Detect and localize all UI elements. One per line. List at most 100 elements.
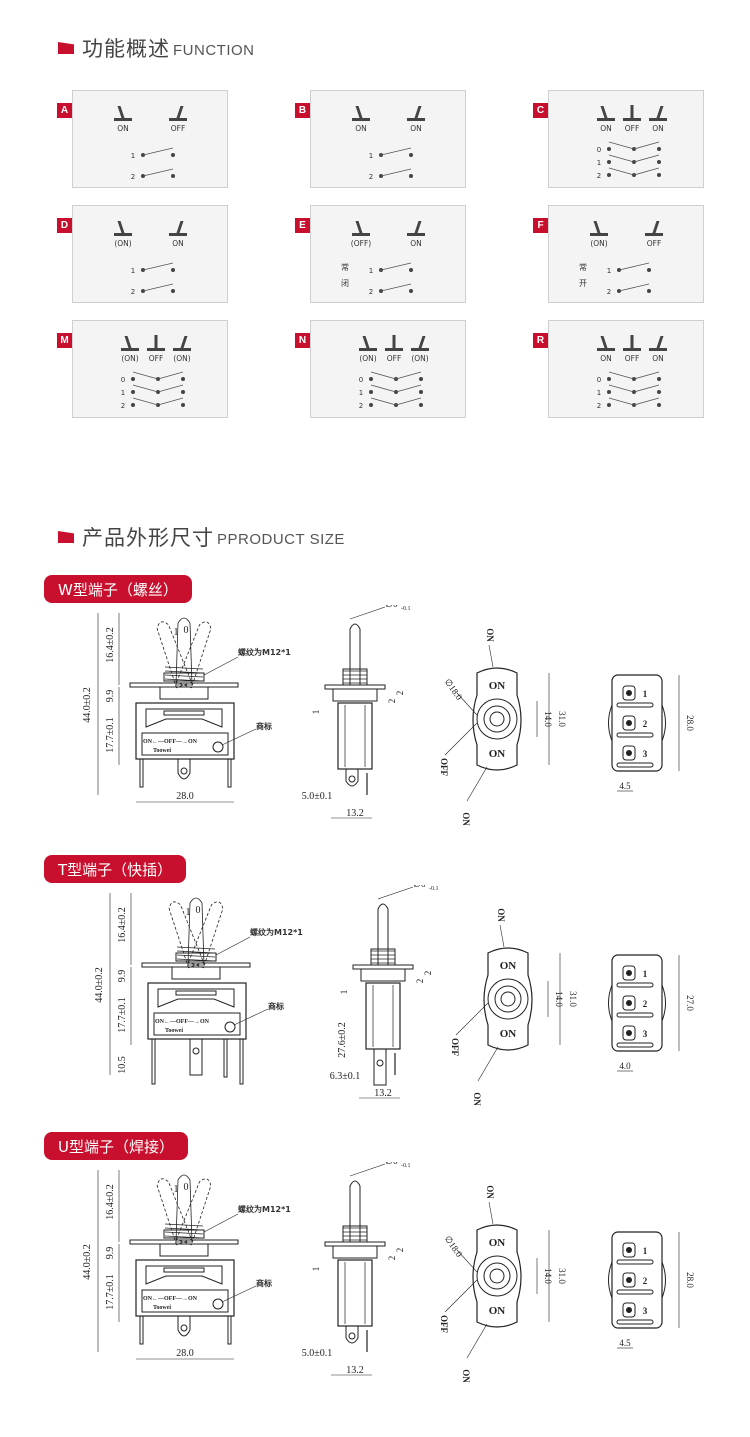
terminal-title: T型端子（快插） (44, 855, 187, 883)
top-outline (472, 667, 522, 771)
contact-dot (607, 390, 611, 394)
pin-number: 3 (643, 749, 648, 759)
lever-outline (187, 901, 224, 969)
position-label: OFF (387, 354, 402, 363)
stamp-text-2: Toowei (153, 748, 171, 754)
bottom-side-bulge (608, 1261, 613, 1299)
thread-line (176, 958, 216, 962)
thread-top (163, 672, 205, 682)
top-on-callout-2: ON (461, 1369, 471, 1383)
circuit-number: 1 (597, 389, 601, 397)
position-label: OFF (149, 354, 164, 363)
solder-lug (177, 1316, 191, 1337)
top-ring-mid (494, 985, 522, 1013)
pin-pad (622, 715, 636, 731)
thread-label: 螺纹为M12*1 (238, 1204, 291, 1214)
thread-line (164, 670, 204, 674)
contact-dot (131, 390, 135, 394)
circuit-number: 0 (121, 376, 125, 384)
size-section-header: 产品外形尺寸 PPRODUCT SIZE (58, 522, 345, 552)
position-label: (ON) (121, 354, 138, 363)
contact-dot (607, 173, 611, 177)
dim-body-width: 13.2 (346, 808, 364, 819)
contact-blade (633, 397, 660, 406)
terminal-hole (348, 775, 356, 783)
lever-icon (623, 105, 641, 121)
side-lever (349, 623, 361, 685)
contact-blade (142, 262, 174, 271)
dim-shaft-dia: ∅6 (385, 1162, 398, 1166)
top-ring-inner (489, 1268, 505, 1284)
leader-line (488, 644, 494, 668)
bottom-outline (611, 1231, 663, 1329)
lever-outline (156, 1178, 193, 1246)
contact-blade (608, 371, 635, 380)
side-label: 开 (579, 279, 587, 288)
stamp-text-1: ON←—OFF—→ON (155, 1019, 210, 1025)
contact-dot (131, 403, 135, 407)
dim-c: 1 (311, 1267, 321, 1272)
thread-line (164, 678, 204, 682)
leader-line (466, 766, 488, 802)
pin-slot (616, 982, 654, 988)
contact-blade (380, 283, 412, 292)
side-washer (324, 684, 386, 690)
contact-blade (608, 141, 635, 150)
bottom-pitch: 4.5 (619, 781, 631, 791)
bottom-pitch: 4.0 (619, 1061, 631, 1071)
circuit-number: 1 (131, 152, 135, 160)
dim-terminal-width: 5.0±0.1 (302, 791, 333, 802)
contact-blade (380, 147, 412, 156)
dim-body-height: 17.7±0.1 (117, 997, 128, 1033)
position-label: OFF (625, 124, 640, 133)
leader-line (499, 924, 505, 948)
top-off-callout: OFF (450, 1038, 460, 1056)
terminal-pin (227, 758, 232, 788)
leader-line (377, 886, 414, 900)
nut (159, 686, 209, 700)
circuit-number: 2 (369, 288, 373, 296)
pin-pad (622, 685, 636, 701)
dim-shaft-dia: ∅6 (385, 605, 398, 609)
terminal-pin (239, 1038, 244, 1085)
lever-icon (359, 336, 377, 351)
top-on-callout: ON (485, 1185, 495, 1199)
circuit-number: 1 (369, 267, 373, 275)
dim-body-height: 17.7±0.1 (105, 717, 116, 753)
leader-line (477, 1046, 499, 1082)
function-diagram: (ON)OFF(ON)012 (359, 335, 429, 410)
function-badge: A (57, 103, 72, 118)
thread-top (163, 1229, 205, 1239)
size-title-en: PPRODUCT SIZE (217, 530, 345, 548)
lever-outline (175, 1174, 193, 1243)
lever-outline (175, 621, 212, 689)
contact-dot (369, 390, 373, 394)
leader-line (215, 936, 251, 956)
contact-blade (157, 371, 184, 380)
stamp-text-1: ON←—OFF—→ON (143, 1296, 198, 1302)
side-lug (345, 769, 359, 787)
leader-line (456, 692, 478, 716)
leader-line (455, 1002, 489, 1036)
thread-line (164, 666, 204, 670)
pin-hole (626, 750, 632, 756)
dim-bushing-height: 9.9 (117, 970, 128, 983)
pin-pad (622, 1302, 636, 1318)
contact-dot (607, 377, 611, 381)
lever-mark: 0 (184, 1182, 189, 1193)
position-label: ON (600, 354, 612, 363)
ce-mark (212, 741, 224, 753)
thread-line (164, 1223, 204, 1227)
top-on-label: ON (489, 680, 506, 692)
dim-width: 28.0 (176, 791, 194, 802)
contact-dot (409, 289, 413, 293)
dim-width: 28.0 (176, 1348, 194, 1359)
